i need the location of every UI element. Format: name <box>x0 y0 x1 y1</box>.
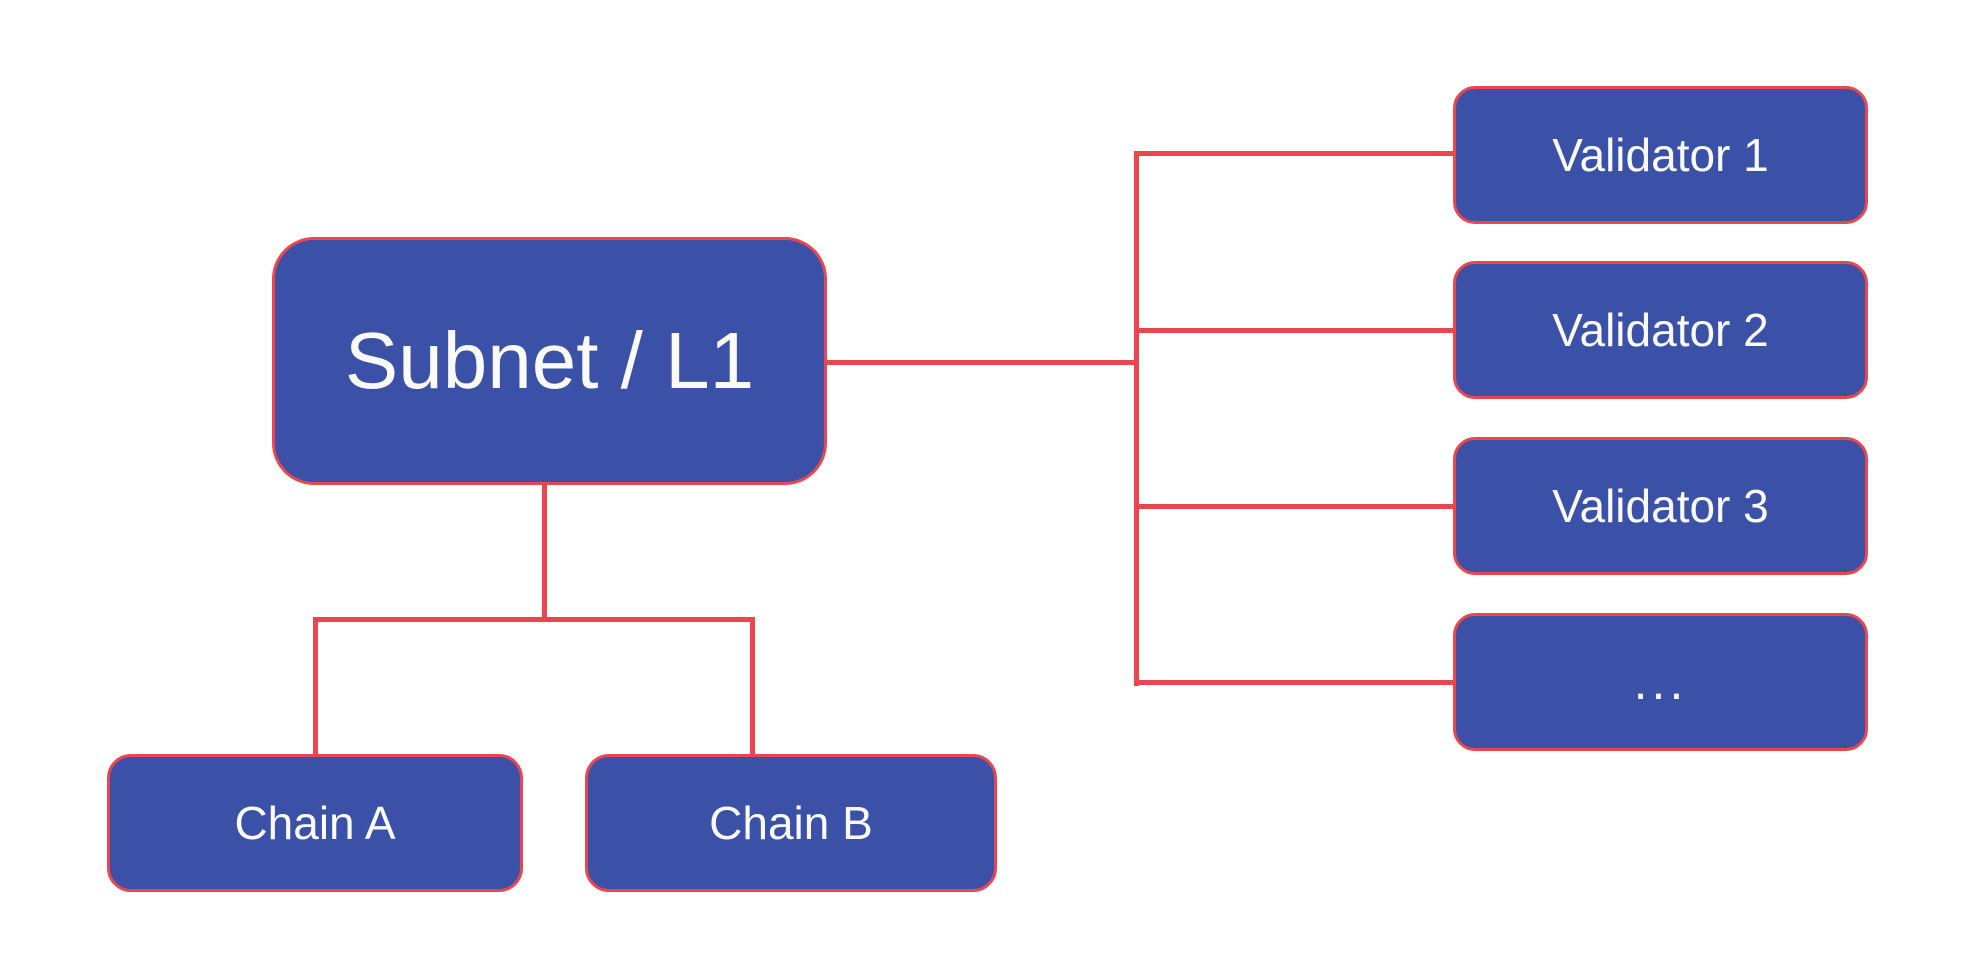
node-validator-2: Validator 2 <box>1453 261 1868 399</box>
node-validator-3-label: Validator 3 <box>1552 480 1769 532</box>
connector-chains-bar <box>313 617 755 622</box>
node-chain-a: Chain A <box>107 754 523 892</box>
connector-subnet-to-validator-trunk <box>824 360 1139 365</box>
node-validator-more: ... <box>1453 613 1868 751</box>
connector-branch-validator-1 <box>1134 151 1455 156</box>
connector-branch-validator-2 <box>1134 328 1455 333</box>
node-validator-1-label: Validator 1 <box>1552 129 1769 181</box>
connector-drop-chain-a <box>313 617 318 757</box>
node-validator-1: Validator 1 <box>1453 86 1868 224</box>
connector-validator-trunk <box>1134 151 1139 686</box>
node-validator-3: Validator 3 <box>1453 437 1868 575</box>
node-validator-2-label: Validator 2 <box>1552 304 1769 356</box>
connector-branch-validator-3 <box>1134 504 1455 509</box>
connector-subnet-to-chains-drop <box>542 483 547 621</box>
node-validator-more-label: ... <box>1633 654 1688 710</box>
connector-drop-chain-b <box>750 617 755 757</box>
node-subnet-l1: Subnet / L1 <box>272 237 827 485</box>
node-chain-b-label: Chain B <box>709 797 873 849</box>
node-chain-a-label: Chain A <box>234 797 396 849</box>
node-subnet-l1-label: Subnet / L1 <box>344 316 755 405</box>
connector-branch-validator-more <box>1134 680 1457 685</box>
node-chain-b: Chain B <box>585 754 997 892</box>
